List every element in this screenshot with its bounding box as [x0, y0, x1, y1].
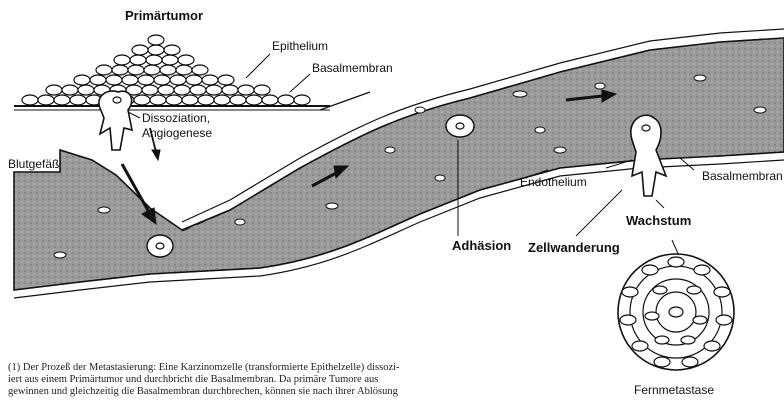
circulating-cell	[147, 235, 173, 257]
primary-tumor	[22, 35, 310, 105]
label-growth: Wachstum	[626, 213, 691, 228]
label-angiogenesis: Angiogenese	[142, 126, 212, 140]
label-distant-metastasis: Fernmetastase	[634, 383, 714, 397]
dissociating-cell	[99, 91, 132, 150]
label-dissociation: Dissoziation,	[142, 111, 210, 125]
label-basement-membrane-top: Basalmembran	[312, 61, 393, 75]
label-endothelium: Endothelium	[520, 175, 587, 189]
caption-line-2: iert aus einem Primärtumor und durchbric…	[8, 374, 528, 386]
label-cell-migration: Zellwanderung	[528, 240, 620, 255]
label-basement-membrane-right: Basalmembran	[702, 169, 783, 183]
label-epithelium: Epithelium	[272, 39, 328, 53]
caption-line-1: (1) Der Prozeß der Metastasierung: Eine …	[8, 362, 528, 374]
label-adhesion: Adhäsion	[452, 238, 511, 253]
caption-line-3: gewinnen und gleichzeitig die Basalmembr…	[8, 386, 528, 398]
distant-metastasis	[618, 254, 734, 370]
label-blood-vessel: Blutgefäß	[8, 157, 59, 171]
label-primary-tumor: Primärtumor	[125, 8, 203, 23]
adhering-cell	[446, 115, 474, 137]
figure-caption: (1) Der Prozeß der Metastasierung: Eine …	[8, 362, 528, 400]
